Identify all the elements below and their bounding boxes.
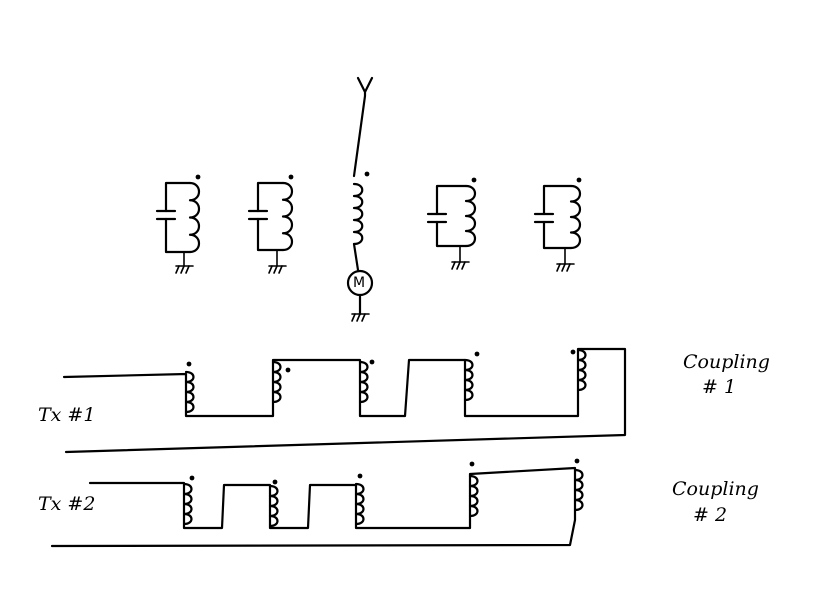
phase-dot xyxy=(285,367,291,373)
tx2-coil-4 xyxy=(468,474,479,518)
ground-symbol-hatch xyxy=(268,265,273,274)
phase-dot xyxy=(272,479,278,485)
tank-top-wire xyxy=(435,184,468,216)
ground-symbol-hatch xyxy=(561,263,566,272)
tx1-coil-4 xyxy=(463,358,474,402)
tank-top-wire xyxy=(256,181,285,213)
inductor-coil xyxy=(188,181,201,254)
tx1-coil-5 xyxy=(576,348,587,392)
antenna-lead xyxy=(352,242,360,272)
phase-dot xyxy=(469,461,475,467)
tx2-coil-1 xyxy=(182,482,193,526)
lc-tank-3 xyxy=(426,177,477,270)
phase-dot xyxy=(186,361,192,367)
tank-top-wire xyxy=(542,184,573,216)
ground-symbol xyxy=(451,261,470,270)
ground-symbol-hatch xyxy=(556,263,561,272)
inductor-coil xyxy=(464,184,477,248)
motor-label: M xyxy=(353,275,366,291)
tx2-coil-2 xyxy=(268,484,279,528)
coupling2-label-line1: Coupling xyxy=(672,478,759,500)
ground-symbol-hatch xyxy=(356,313,361,322)
ground-symbol-hatch xyxy=(451,261,456,270)
phase-dot xyxy=(574,458,580,464)
inductor-coil xyxy=(569,184,582,250)
ground-symbol-hatch xyxy=(180,265,185,274)
tx1-label: Tx #1 xyxy=(38,404,96,426)
lc-tank-2 xyxy=(247,174,294,274)
phase-dot xyxy=(576,177,582,183)
lc-tank-1 xyxy=(155,174,201,274)
tx2-coil-3 xyxy=(354,482,365,526)
ground-symbol-hatch xyxy=(461,261,466,270)
ground-symbol xyxy=(268,265,287,274)
tank-bottom-wire xyxy=(164,217,192,254)
phase-dot xyxy=(364,171,370,177)
ground-symbol xyxy=(556,263,575,272)
tx1-coupling-network xyxy=(62,347,627,454)
ground-symbol-hatch xyxy=(273,265,278,274)
coupling1-label-line1: Coupling xyxy=(683,351,770,373)
phase-dot xyxy=(369,359,375,365)
coupling2-label-line2: # 2 xyxy=(693,504,728,526)
ground-symbol-hatch xyxy=(566,263,571,272)
phase-dot xyxy=(195,174,201,180)
antenna-element xyxy=(346,76,374,322)
ground-symbol-hatch xyxy=(278,265,283,274)
tank-top-wire xyxy=(164,181,192,213)
phase-dot xyxy=(288,174,294,180)
lc-tank-4 xyxy=(533,177,582,272)
phase-dot xyxy=(189,475,195,481)
phase-dot xyxy=(474,351,480,357)
coupling1-label-line2: # 1 xyxy=(702,376,737,398)
tx2-feed-line xyxy=(50,466,577,548)
tx1-coil-3 xyxy=(358,360,369,404)
tx2-label: Tx #2 xyxy=(38,493,96,515)
antenna-mast xyxy=(352,76,374,178)
ground-symbol-hatch xyxy=(185,265,190,274)
tx2-coil-5 xyxy=(573,468,584,512)
lc-tank-circuits xyxy=(155,174,582,274)
phase-dot xyxy=(357,473,363,479)
ground-symbol xyxy=(175,265,194,274)
ground-symbol xyxy=(351,313,370,322)
ground-symbol-hatch xyxy=(175,265,180,274)
ground-symbol-hatch xyxy=(351,313,356,322)
inductor-coil xyxy=(281,181,294,252)
phase-dot xyxy=(570,349,576,355)
tank-bottom-wire xyxy=(256,217,285,252)
ground-symbol-hatch xyxy=(456,261,461,270)
tx1-coil-2 xyxy=(271,360,282,404)
tx2-coupling-network xyxy=(50,458,584,548)
tank-bottom-wire xyxy=(542,220,573,250)
tx1-coil-1 xyxy=(184,370,195,414)
ground-symbol-hatch xyxy=(361,313,366,322)
phase-dot xyxy=(471,177,477,183)
antenna-loading-coil xyxy=(352,182,364,246)
tx1-feed-line xyxy=(62,347,627,454)
tank-bottom-wire xyxy=(435,220,468,248)
